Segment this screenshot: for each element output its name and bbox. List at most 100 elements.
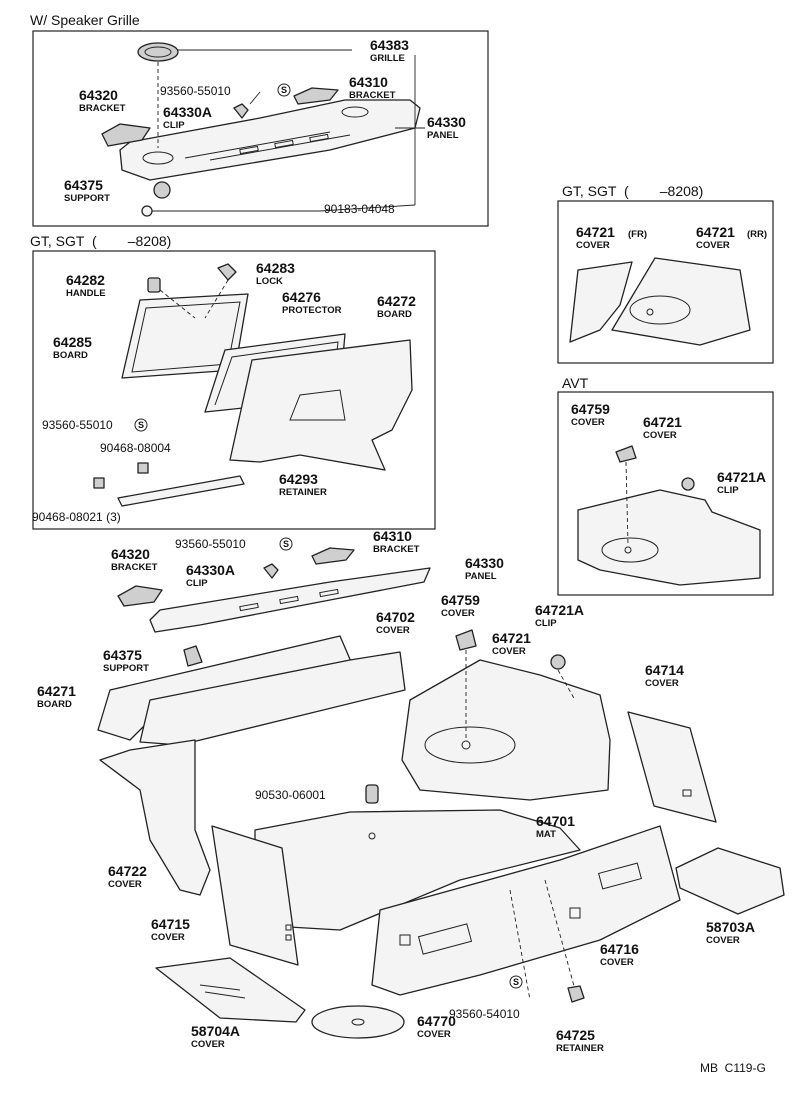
part-name: BOARD: [37, 699, 72, 710]
part-name: CLIP: [186, 578, 208, 589]
cover-part-64715: [211, 825, 299, 966]
lock-part: [217, 263, 237, 281]
part-code-k-93560-54010: 93560-54010: [449, 1007, 520, 1021]
s-symbols: S S S S: [134, 83, 523, 989]
frame-gt-sgt-right: [557, 200, 774, 364]
part-name: SUPPORT: [64, 193, 110, 204]
clip-part-64721a-avt: [681, 477, 695, 491]
frame-avt: [557, 391, 774, 596]
part-number: 64310: [349, 74, 388, 90]
figure-id: MB C119-G: [700, 1061, 766, 1075]
part-number: 64721: [643, 414, 682, 430]
bracket-part-mid-left: [117, 585, 163, 607]
cover-part-64721-fr: [569, 261, 633, 343]
cover-part-64759-avt: [615, 445, 637, 463]
gt-sgt-board-assembly: [93, 263, 413, 507]
cover-part-64721-main: [401, 659, 611, 801]
bracket-part-top-right: [293, 87, 339, 105]
part-number: 64759: [441, 592, 480, 608]
label-fr: (FR): [628, 229, 647, 240]
part-number: 64320: [111, 546, 150, 562]
part-name: COVER: [643, 430, 677, 441]
part-number: 64330A: [163, 104, 212, 120]
part-code-labels: 93560-5501090183-0404893560-5501090468-0…: [32, 84, 520, 1021]
part-name: COVER: [645, 678, 679, 689]
part-number: 64330: [465, 555, 504, 571]
part-name: COVER: [492, 646, 526, 657]
part-name: BRACKET: [79, 103, 126, 114]
part-number: 64721: [492, 630, 531, 646]
part-name: GRILLE: [370, 53, 405, 64]
board-part-64272: [229, 339, 413, 471]
avt-cover-assembly: [577, 445, 761, 586]
svg-text:S: S: [281, 85, 287, 95]
part-name: BRACKET: [349, 90, 396, 101]
part-name: BRACKET: [373, 544, 420, 555]
part-name: BOARD: [53, 350, 88, 361]
clip-part-64721a-main: [550, 654, 566, 670]
part-name: COVER: [108, 879, 142, 890]
gt-sgt-covers-assembly: [569, 257, 751, 346]
cover-part-64716: [371, 825, 681, 996]
part-name: COVER: [441, 608, 475, 619]
part-number: 64722: [108, 863, 147, 879]
part-number: 64320: [79, 87, 118, 103]
part-number: 64716: [600, 941, 639, 957]
part-number: 64721: [696, 224, 735, 240]
panel-part-mid: [149, 567, 431, 633]
cover-part-58704a: [155, 957, 306, 1023]
s-symbol-mid: [279, 537, 293, 551]
part-number: 64285: [53, 334, 92, 350]
part-number: 64330A: [186, 562, 235, 578]
part-code-k-93560-55010-mid: 93560-55010: [175, 537, 246, 551]
part-number: 58703A: [706, 919, 755, 935]
cover-part-64721-avt: [577, 489, 761, 586]
part-name: COVER: [376, 625, 410, 636]
cover-part-64770: [311, 1005, 405, 1039]
speaker-grille-assembly: [101, 42, 425, 217]
part-name: PANEL: [465, 571, 497, 582]
part-name: COVER: [191, 1039, 225, 1050]
bolt-part-90530-06001: [365, 784, 379, 804]
part-number: 64330: [427, 114, 466, 130]
part-number: 64271: [37, 683, 76, 699]
s-symbol-bottom: [509, 975, 523, 989]
retainer-part-64293: [117, 475, 245, 507]
part-code-k-93560-55010-left: 93560-55010: [42, 418, 113, 432]
clip-part-top: [233, 103, 249, 119]
panel-part-top: [119, 99, 421, 181]
cover-part-64722: [99, 739, 211, 896]
cover-part-64759-main: [455, 629, 477, 651]
part-name: COVER: [696, 240, 730, 251]
grille-part: [137, 42, 179, 62]
handle-part: [147, 277, 161, 293]
part-number: 64721A: [717, 469, 766, 485]
part-number: 64715: [151, 916, 190, 932]
part-name: PANEL: [427, 130, 459, 141]
part-number: 64701: [536, 813, 575, 829]
frame-speaker-grille: [32, 30, 489, 227]
part-name: COVER: [600, 957, 634, 968]
cover-part-64714: [627, 711, 717, 823]
part-number: 64375: [103, 647, 142, 663]
s-symbol-left: [134, 418, 148, 432]
part-name: HANDLE: [66, 288, 106, 299]
part-number: 64272: [377, 293, 416, 309]
